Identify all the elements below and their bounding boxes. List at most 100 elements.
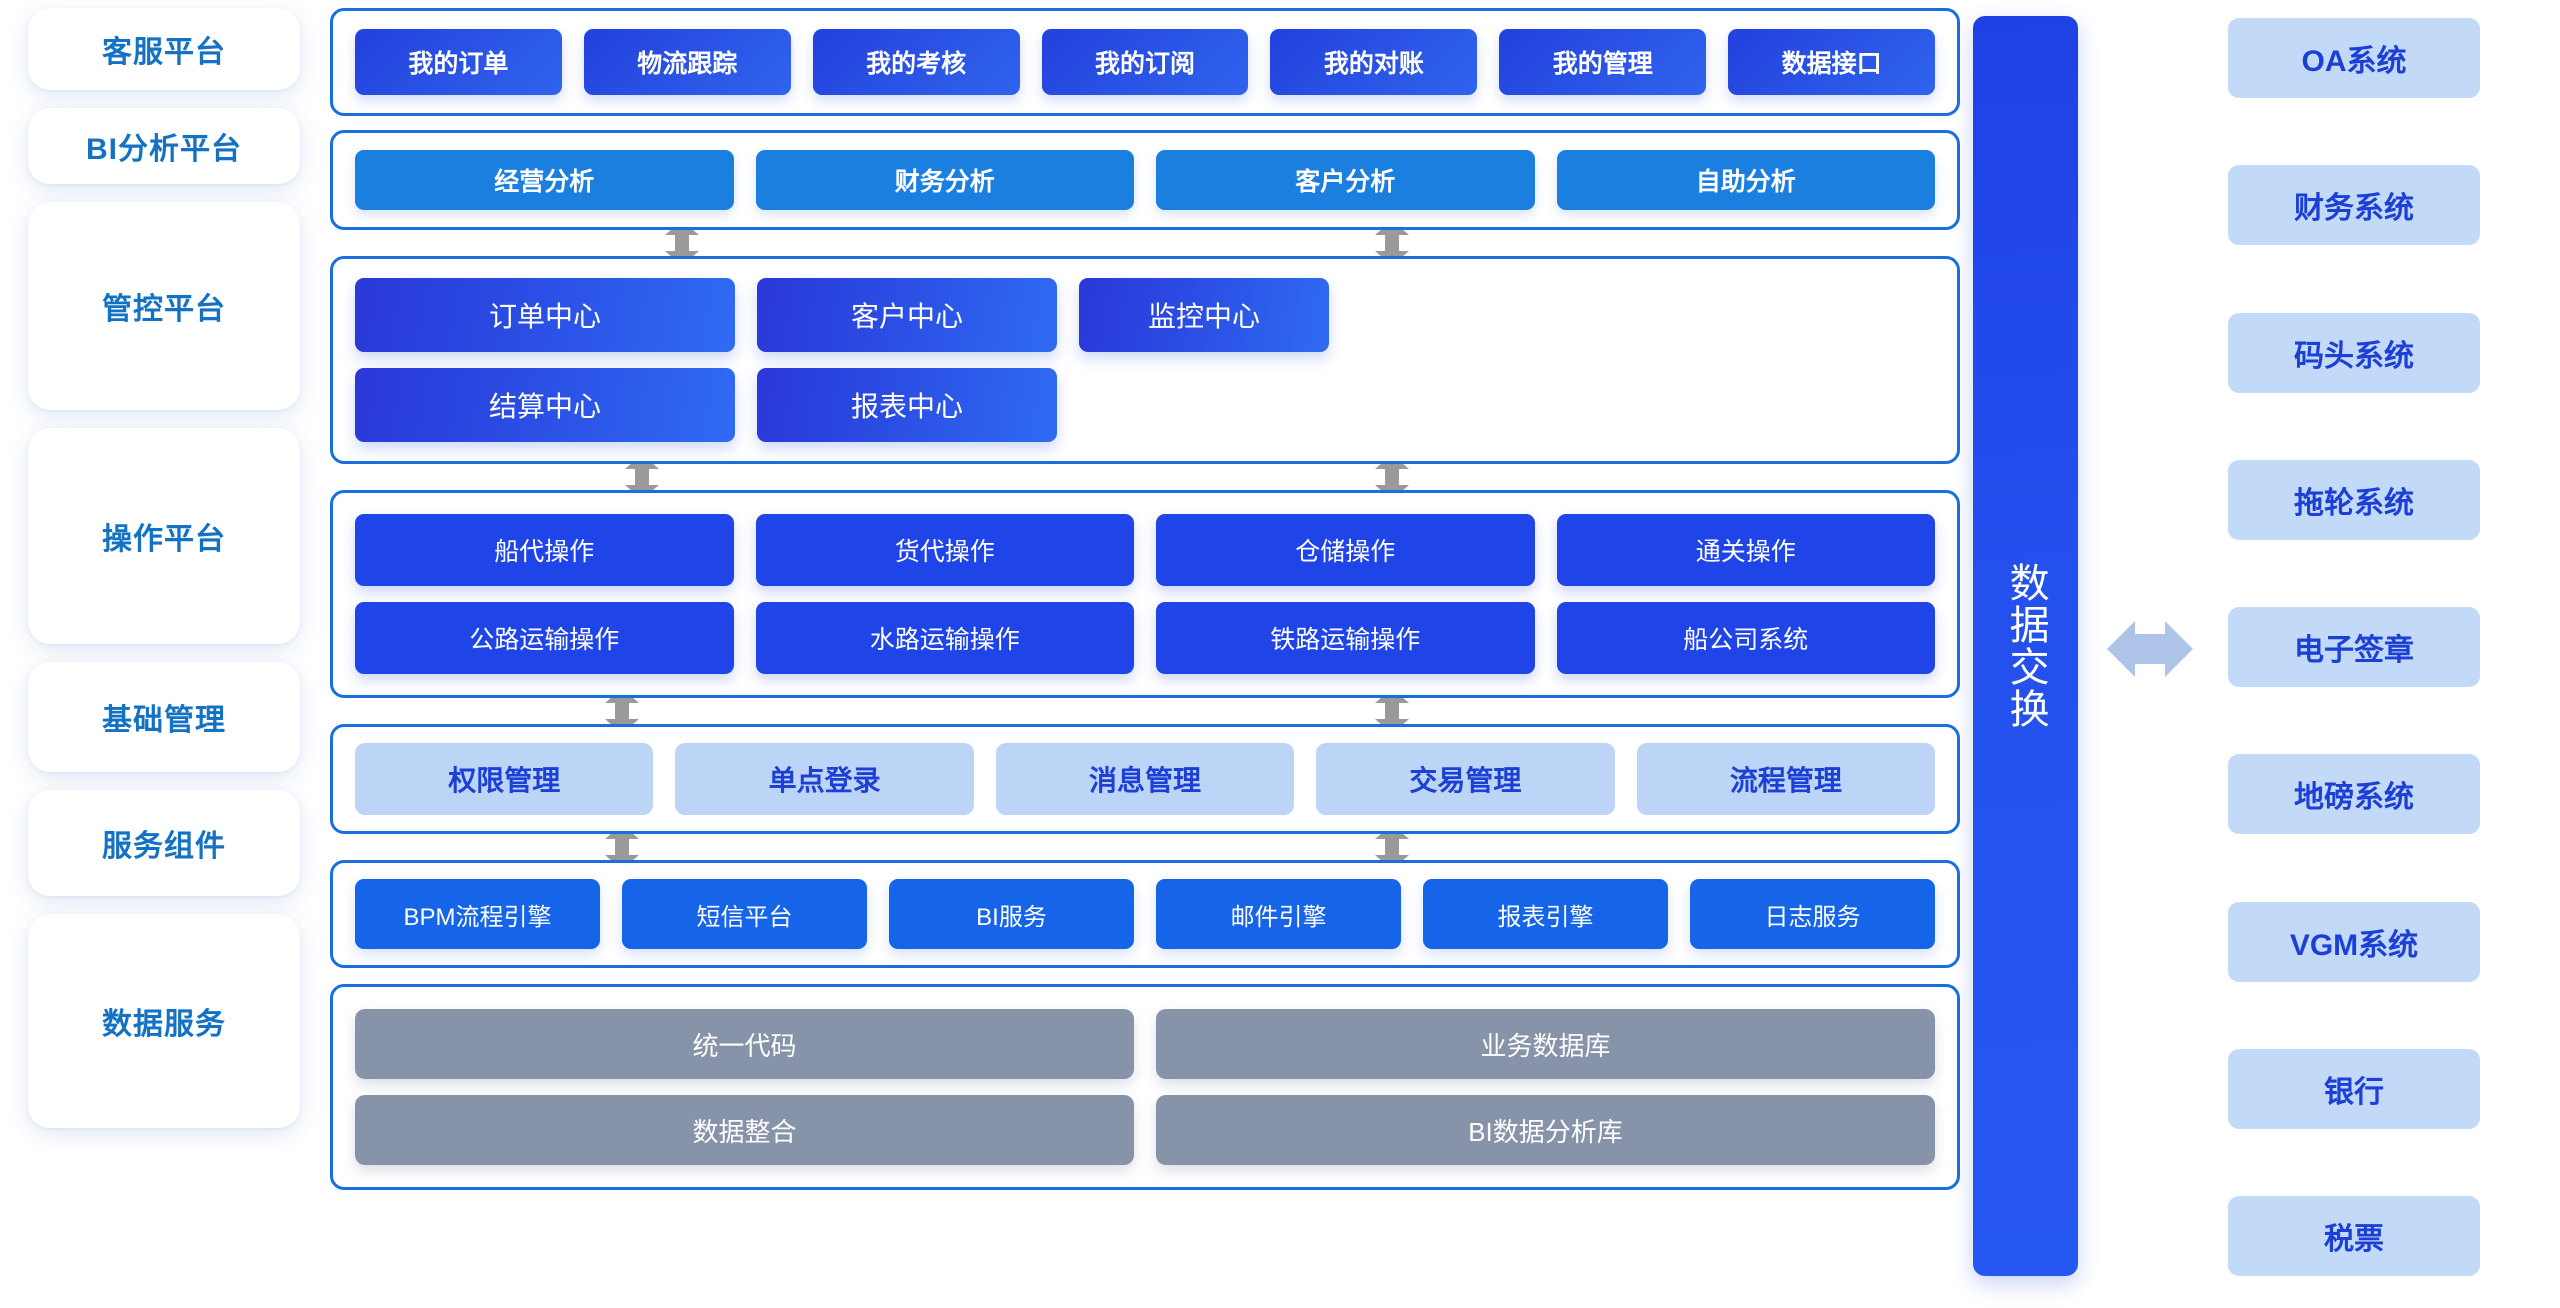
chip-freight-forward-ops[interactable]: 货代操作: [755, 514, 1134, 586]
external-system-label: 财务系统: [2294, 192, 2414, 226]
double-arrow-icon: [605, 824, 639, 870]
layer-control-platform: 订单中心 客户中心 监控中心 结算中心 报表中心: [330, 256, 1960, 464]
external-system-weighbridge[interactable]: 地磅系统: [2228, 754, 2480, 835]
double-arrow-icon: [1375, 688, 1409, 734]
chip-transaction-management[interactable]: 交易管理: [1316, 743, 1615, 815]
data-exchange-bar[interactable]: 数据交换: [1972, 16, 2078, 1276]
chip-settlement-center[interactable]: 结算中心: [355, 368, 735, 442]
layer-box: 权限管理 单点登录 消息管理 交易管理 流程管理: [330, 724, 1960, 834]
chip-mail-engine[interactable]: 邮件引擎: [1156, 879, 1401, 949]
chip-row: 结算中心 报表中心: [355, 368, 1935, 442]
external-system-oa[interactable]: OA系统: [2228, 18, 2480, 98]
chip-my-orders[interactable]: 我的订单: [355, 29, 562, 95]
layer-basic-management: 权限管理 单点登录 消息管理 交易管理 流程管理: [330, 724, 1960, 834]
chip-monitor-center[interactable]: 监控中心: [1079, 278, 1329, 352]
external-system-e-signature[interactable]: 电子签章: [2228, 607, 2480, 687]
chip-process-management[interactable]: 流程管理: [1636, 743, 1936, 815]
sidebar-item-basic-management[interactable]: 基础管理: [28, 662, 300, 772]
chip-log-service[interactable]: 日志服务: [1690, 879, 1935, 949]
chip-shipping-company-system[interactable]: 船公司系统: [1556, 602, 1935, 674]
chip-business-database[interactable]: 业务数据库: [1156, 1009, 1935, 1079]
layer-box: 经营分析 财务分析 客户分析 自助分析: [330, 130, 1960, 230]
sidebar-item-service-components[interactable]: 服务组件: [28, 790, 300, 896]
platform-layer-stack: 我的订单 物流跟踪 我的考核 我的订阅 我的对账 我的管理 数据接口 经营分析 …: [330, 8, 1960, 1294]
chip-sms-platform[interactable]: 短信平台: [622, 879, 867, 949]
double-arrow-icon: [1375, 824, 1409, 870]
connector-gap-control-to-operation: [330, 454, 1960, 500]
sidebar-item-label: 客服平台: [102, 36, 226, 69]
sidebar-item-control-platform[interactable]: 管控平台: [28, 202, 300, 410]
chip-bi-data-warehouse[interactable]: BI数据分析库: [1156, 1095, 1935, 1165]
chip-unified-code[interactable]: 统一代码: [355, 1009, 1134, 1079]
chip-order-center[interactable]: 订单中心: [355, 278, 735, 352]
chip-row: 船代操作 货代操作 仓储操作 通关操作: [355, 514, 1935, 586]
chip-row: 数据整合 BI数据分析库: [355, 1095, 1935, 1165]
chip-bpm-process-engine[interactable]: BPM流程引擎: [355, 879, 600, 949]
chip-permission-management[interactable]: 权限管理: [355, 743, 654, 815]
sidebar-item-data-services[interactable]: 数据服务: [28, 914, 300, 1128]
external-system-bank[interactable]: 银行: [2228, 1048, 2480, 1129]
chip-water-transport-ops[interactable]: 水路运输操作: [755, 602, 1134, 674]
layer-label-sidebar: 客服平台 BI分析平台 管控平台 操作平台 基础管理 服务组件 数据服务: [0, 8, 330, 1294]
external-system-terminal[interactable]: 码头系统: [2228, 312, 2480, 393]
chip-warehouse-ops[interactable]: 仓储操作: [1156, 514, 1535, 586]
double-arrow-icon: [1375, 220, 1409, 266]
external-system-vgm[interactable]: VGM系统: [2228, 901, 2480, 982]
chip-finance-analysis[interactable]: 财务分析: [755, 150, 1134, 210]
sidebar-item-label: BI分析平台: [86, 133, 242, 166]
sidebar-item-label: 服务组件: [102, 830, 226, 863]
data-exchange-label: 数据交换: [2003, 562, 2048, 730]
chip-row: 经营分析 财务分析 客户分析 自助分析: [355, 150, 1935, 210]
chip-logistics-track[interactable]: 物流跟踪: [583, 29, 791, 95]
chip-row: 订单中心 客户中心 监控中心: [355, 278, 1935, 352]
sidebar-item-operation-platform[interactable]: 操作平台: [28, 428, 300, 644]
data-exchange-column: 数据交换: [1960, 8, 2090, 1294]
chip-my-reconcile[interactable]: 我的对账: [1270, 29, 1478, 95]
external-systems-column: OA系统 财务系统 码头系统 拖轮系统 电子签章 地磅系统 VGM系统 银行 税…: [2210, 8, 2560, 1294]
chip-row: 统一代码 业务数据库: [355, 1009, 1935, 1079]
chip-self-service-analysis[interactable]: 自助分析: [1556, 150, 1935, 210]
chip-my-management[interactable]: 我的管理: [1499, 29, 1707, 95]
sidebar-item-bi-platform[interactable]: BI分析平台: [28, 108, 300, 184]
external-system-label: 码头系统: [2294, 339, 2414, 373]
chip-my-subscription[interactable]: 我的订阅: [1041, 29, 1249, 95]
sidebar-item-customer-service[interactable]: 客服平台: [28, 8, 300, 90]
layer-box: 船代操作 货代操作 仓储操作 通关操作 公路运输操作 水路运输操作 铁路运输操作…: [330, 490, 1960, 698]
double-arrow-icon: [665, 220, 699, 266]
layer-box: 订单中心 客户中心 监控中心 结算中心 报表中心: [330, 256, 1960, 464]
sidebar-item-label: 操作平台: [102, 523, 226, 556]
chip-rail-transport-ops[interactable]: 铁路运输操作: [1156, 602, 1535, 674]
connector-gap-bi-to-control: [330, 220, 1960, 266]
chip-single-sign-on[interactable]: 单点登录: [675, 743, 974, 815]
chip-shipping-agency-ops[interactable]: 船代操作: [355, 514, 734, 586]
double-arrow-icon: [625, 454, 659, 500]
chip-data-interface[interactable]: 数据接口: [1728, 29, 1936, 95]
external-system-tugboat[interactable]: 拖轮系统: [2228, 459, 2480, 540]
external-system-label: 拖轮系统: [2294, 486, 2414, 520]
external-system-label: VGM系统: [2289, 928, 2419, 962]
chip-report-engine[interactable]: 报表引擎: [1423, 879, 1668, 949]
chip-my-assessment[interactable]: 我的考核: [812, 29, 1020, 95]
chip-row: 权限管理 单点登录 消息管理 交易管理 流程管理: [355, 743, 1936, 815]
exchange-connector: [2090, 8, 2210, 1294]
layer-bi-platform: 经营分析 财务分析 客户分析 自助分析: [330, 130, 1960, 230]
double-arrow-icon: [605, 688, 639, 734]
chip-customer-analysis[interactable]: 客户分析: [1156, 150, 1535, 210]
chip-bi-service[interactable]: BI服务: [889, 879, 1134, 949]
external-system-finance[interactable]: 财务系统: [2228, 165, 2480, 246]
horizontal-double-arrow-icon: [2107, 606, 2193, 697]
chip-business-analysis[interactable]: 经营分析: [355, 150, 734, 210]
chip-road-transport-ops[interactable]: 公路运输操作: [355, 602, 734, 674]
chip-message-management[interactable]: 消息管理: [995, 743, 1295, 815]
chip-report-center[interactable]: 报表中心: [757, 368, 1057, 442]
external-system-label: 地磅系统: [2294, 781, 2414, 815]
chip-data-integration[interactable]: 数据整合: [355, 1095, 1134, 1165]
connector-gap-operation-to-basic: [330, 688, 1960, 734]
chip-customer-center[interactable]: 客户中心: [757, 278, 1057, 352]
layer-customer-service: 我的订单 物流跟踪 我的考核 我的订阅 我的对账 我的管理 数据接口: [330, 8, 1960, 116]
sidebar-item-label: 数据服务: [102, 1008, 226, 1041]
external-system-tax-invoice[interactable]: 税票: [2228, 1196, 2480, 1276]
layer-operation-platform: 船代操作 货代操作 仓储操作 通关操作 公路运输操作 水路运输操作 铁路运输操作…: [330, 490, 1960, 698]
chip-customs-ops[interactable]: 通关操作: [1556, 514, 1935, 586]
